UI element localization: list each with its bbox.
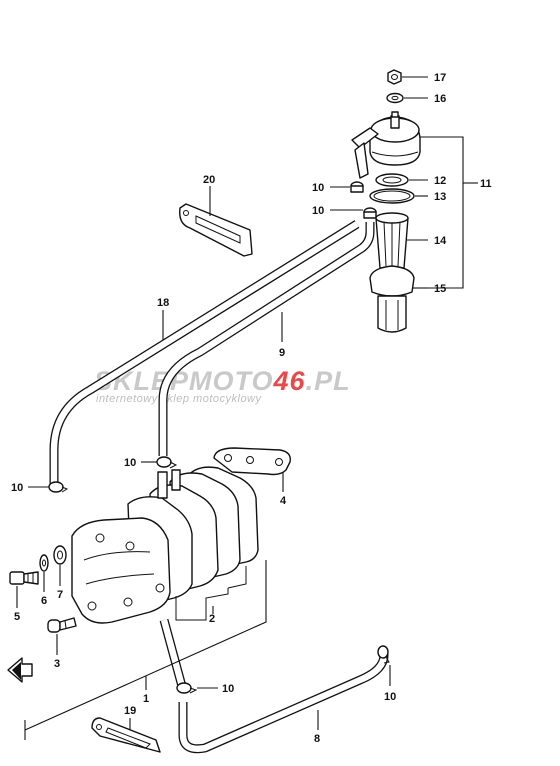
- callout-13: 13: [434, 191, 446, 203]
- clamp-10-right: [377, 645, 390, 664]
- leader-lines: [16, 76, 478, 740]
- o-ring-12: [375, 173, 409, 187]
- o-ring-13: [369, 188, 415, 204]
- callout-2: 2: [209, 613, 215, 625]
- callout-10-upper-a: 10: [312, 182, 324, 194]
- callout-16: 16: [434, 93, 446, 105]
- callout-15: 15: [434, 283, 446, 295]
- callout-14: 14: [434, 235, 447, 247]
- watermark-brand: SKLEPMOTO46.PL: [94, 366, 351, 396]
- callout-17: 17: [434, 72, 446, 84]
- bracket-4: [213, 447, 291, 476]
- washer-6: [39, 554, 49, 572]
- watermark-tagline: internetowy sklep motocyklowy: [96, 393, 263, 405]
- bracket-19: [91, 717, 161, 753]
- callout-10-right: 10: [384, 691, 396, 703]
- screw-3: [47, 617, 77, 633]
- callout-8: 8: [314, 733, 320, 745]
- callout-11: 11: [480, 178, 492, 190]
- callout-labels: 17 16 11 12 13 14 15 10 10 20 18 9 10 10…: [11, 72, 492, 745]
- filter-14: [375, 212, 409, 269]
- clamp-10-left: [48, 481, 69, 493]
- callout-5: 5: [14, 611, 20, 623]
- washer-16: [386, 92, 404, 104]
- callout-1: 1: [143, 693, 149, 705]
- callout-10-upper-b: 10: [312, 205, 324, 217]
- nut-17: [387, 69, 402, 85]
- callout-10-lower: 10: [222, 683, 234, 695]
- callout-10-mid: 10: [124, 457, 136, 469]
- clamp-10-upper-b: [363, 207, 377, 219]
- callout-12: 12: [434, 175, 446, 187]
- hose-18: [49, 220, 360, 484]
- fuel-cock-body: [351, 111, 421, 179]
- bracket-20: [179, 203, 253, 257]
- callout-10-left: 10: [11, 482, 23, 494]
- callout-4: 4: [280, 495, 287, 507]
- hose-9: [158, 222, 375, 456]
- screw-5: [9, 571, 39, 585]
- clamp-10-lower: [176, 682, 198, 694]
- callout-6: 6: [41, 595, 47, 607]
- callout-18: 18: [157, 297, 169, 309]
- callout-9: 9: [279, 347, 285, 359]
- outlet-pipe: [159, 618, 188, 692]
- fuel-pump-1: [71, 466, 259, 624]
- front-direction-arrow-icon: [7, 657, 33, 683]
- callout-3: 3: [54, 658, 60, 670]
- clamp-10-mid: [156, 456, 178, 469]
- hose-8: [178, 650, 389, 754]
- callout-19: 19: [124, 705, 136, 717]
- callout-7: 7: [57, 589, 63, 601]
- washer-7: [53, 545, 67, 565]
- watermark: SKLEPMOTO46.PL internetowy sklep motocyk…: [94, 366, 351, 405]
- cup-15: [369, 265, 415, 333]
- clamp-10-upper-a: [350, 181, 364, 193]
- callout-20: 20: [203, 174, 215, 186]
